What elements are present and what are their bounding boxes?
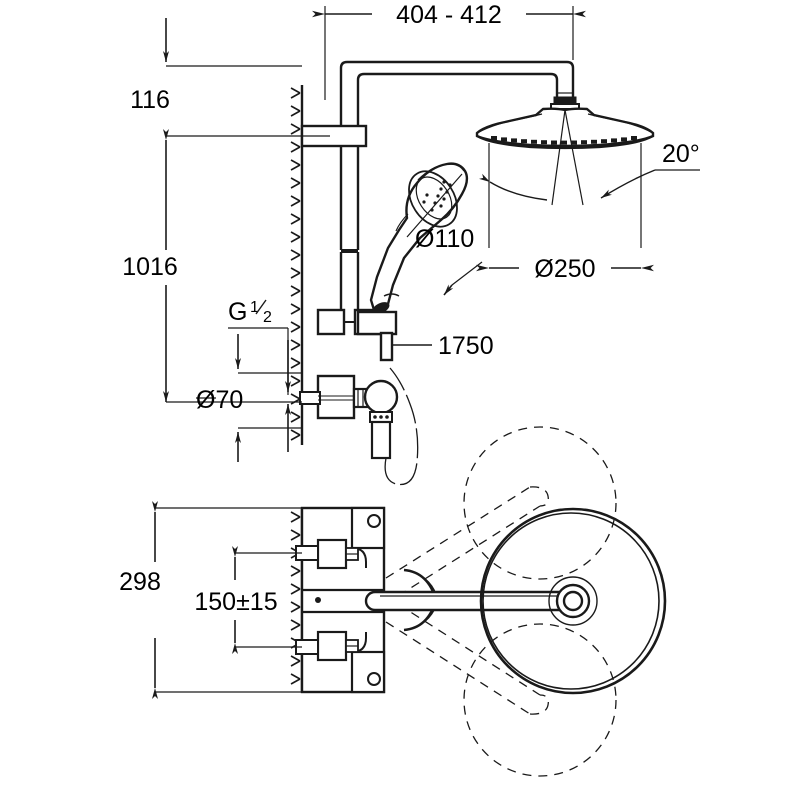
- thread-spec-callout: G 1 2: [228, 298, 289, 395]
- thread-spec-denominator: 2: [263, 309, 272, 326]
- wall-hatching-lower: [290, 508, 304, 692]
- callout-hand-shower-dia: Ø110: [406, 173, 483, 296]
- head-spray-extension-lines: [488, 109, 642, 248]
- dimension-head-shower-dia: Ø250: [476, 255, 654, 283]
- dimension-inlet-spacing: Ø70: [196, 334, 302, 462]
- dimension-plan-inlet-spacing-label: 150±15: [194, 588, 277, 616]
- thread-spec-letter: G: [228, 298, 247, 326]
- riser-wall-bracket-upper: [300, 124, 368, 148]
- dimension-arm-reach-label: 404 - 412: [396, 1, 502, 29]
- hand-shower-holder: [356, 310, 398, 362]
- thread-spec-numerator: 1: [250, 299, 259, 316]
- riser-rail: [339, 127, 360, 323]
- swivel-range-dashed: [385, 426, 617, 777]
- dimension-arm-reach: 404 - 412: [312, 1, 586, 100]
- overhead-shower-head-plan: [479, 507, 667, 695]
- plan-view: 298 150±15: [119, 426, 667, 777]
- shower-hose: [384, 367, 419, 486]
- dimension-riser-height-label: 1016: [122, 253, 178, 281]
- dimension-top-offset-label: 116: [130, 86, 170, 114]
- dimension-plan-width-label: 298: [119, 568, 161, 596]
- callout-hand-shower-dia-label: Ø110: [415, 225, 474, 253]
- dimension-plan-inlet-spacing: 150±15: [194, 546, 302, 654]
- dimension-inlet-spacing-label: Ø70: [196, 386, 243, 414]
- callout-hose-length-label: 1750: [438, 332, 494, 360]
- dimension-head-shower-dia-label: Ø250: [534, 255, 595, 283]
- elevation-view: 404 - 412 116 1016 G 1 2: [122, 1, 700, 486]
- callout-hose-length: 1750: [392, 332, 494, 360]
- shower-head-connector: [550, 96, 580, 110]
- dimension-top-offset: 116: [130, 18, 302, 137]
- nozzle-pattern: [491, 136, 637, 145]
- dimension-riser-height: 1016: [122, 129, 302, 403]
- mixer-valve-plan: [295, 506, 386, 694]
- shower-arm: [339, 60, 575, 127]
- overhead-shower-head: [475, 107, 655, 150]
- dimension-plan-width: 298: [119, 501, 302, 699]
- thermostatic-mixer-valve: [299, 374, 399, 460]
- callout-swivel-angle-label: 20°: [662, 140, 700, 168]
- callout-swivel-angle: 20°: [479, 140, 700, 201]
